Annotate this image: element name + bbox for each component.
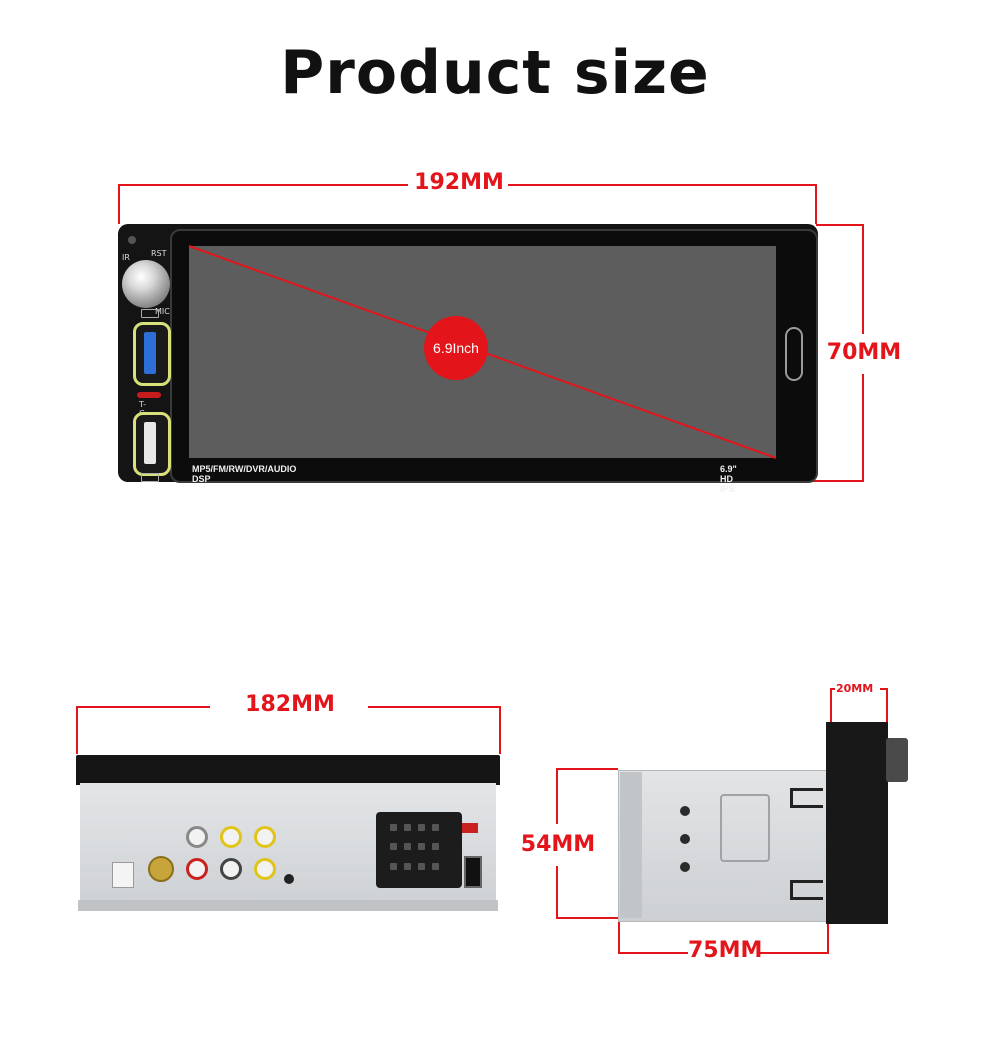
ir-sensor [128, 236, 136, 244]
dim-line-20-right [880, 688, 888, 690]
cage-hole-2 [680, 834, 690, 844]
microphone-jack [284, 874, 294, 884]
rca-jack-yellow-3 [254, 858, 276, 880]
dim-line-192-left [118, 184, 408, 186]
rear-bottom-rail [78, 900, 498, 911]
page-title: Product size [280, 38, 710, 108]
dim-tick-54-top [556, 768, 618, 770]
dim-line-75-right [760, 952, 829, 954]
dim-tick-20-left [830, 688, 832, 722]
dim-tick-54-bottom [556, 917, 618, 919]
cage-hole-3 [680, 862, 690, 872]
cage-hole-1 [680, 806, 690, 816]
dim-label-75: 75MM [688, 938, 763, 963]
screen-caption-right: 6.9" HD IPS [720, 464, 737, 494]
dim-label-20: 20MM [836, 682, 874, 695]
dim-tick-70-top [816, 224, 864, 226]
rca-jack-white [186, 826, 208, 848]
rca-jack-yellow-1 [220, 826, 242, 848]
cage-tab-top [790, 788, 823, 808]
dim-line-182-right [368, 706, 500, 708]
ir-label: IR [122, 253, 130, 262]
side-front-panel [826, 722, 888, 924]
usb-symbol-icon [141, 309, 159, 318]
fuse-block [462, 823, 478, 833]
dim-line-182-left [76, 706, 210, 708]
dim-tick-20-right [886, 688, 888, 722]
usb-port-top [133, 322, 171, 386]
home-button [785, 327, 803, 381]
cage-rear-plate [620, 772, 642, 918]
antenna-port [148, 856, 174, 882]
rst-label: RST [151, 249, 167, 258]
battery-icon [141, 473, 159, 482]
dim-line-70-bottom [862, 374, 864, 482]
dim-line-54-top [556, 768, 558, 824]
rca-jack-red [186, 858, 208, 880]
rca-jack-yellow-2 [254, 826, 276, 848]
rear-usb-port [464, 856, 482, 888]
dim-tick-70-bottom [800, 480, 864, 482]
rca-jack-black [220, 858, 242, 880]
dim-tick-182-left [76, 706, 78, 754]
iso-pins [390, 824, 446, 876]
dim-tick-182-right [499, 706, 501, 754]
usb-port-top-tongue [144, 332, 156, 374]
diagonal-badge: 6.9Inch [424, 316, 488, 380]
dim-line-54-bottom [556, 866, 558, 919]
dim-tick-192-right [815, 184, 817, 224]
dim-label-182: 182MM [245, 692, 335, 717]
dim-label-54: 54MM [520, 832, 596, 857]
type-c-port [137, 392, 161, 398]
dim-tick-75-left [618, 920, 620, 954]
dim-tick-75-right [827, 920, 829, 954]
dim-tick-192-left [118, 184, 120, 224]
rear-top-cover [76, 755, 500, 785]
cage-tab-bottom [790, 880, 823, 900]
usb-port-bottom-tongue [144, 422, 156, 464]
socket-connector [112, 862, 134, 888]
side-knob [886, 738, 908, 782]
dim-line-70-top [862, 224, 864, 334]
dim-line-20-left [830, 688, 835, 690]
dim-line-75-left [618, 952, 688, 954]
cage-clip [720, 794, 770, 862]
volume-knob [122, 260, 170, 308]
dim-line-192-right [508, 184, 816, 186]
dim-label-192: 192MM [414, 170, 504, 195]
mic-label: MIC [155, 307, 170, 316]
dim-label-70: 70MM [826, 340, 902, 365]
screen-caption-left: MP5/FM/RW/DVR/AUDIO DSP [192, 464, 297, 484]
